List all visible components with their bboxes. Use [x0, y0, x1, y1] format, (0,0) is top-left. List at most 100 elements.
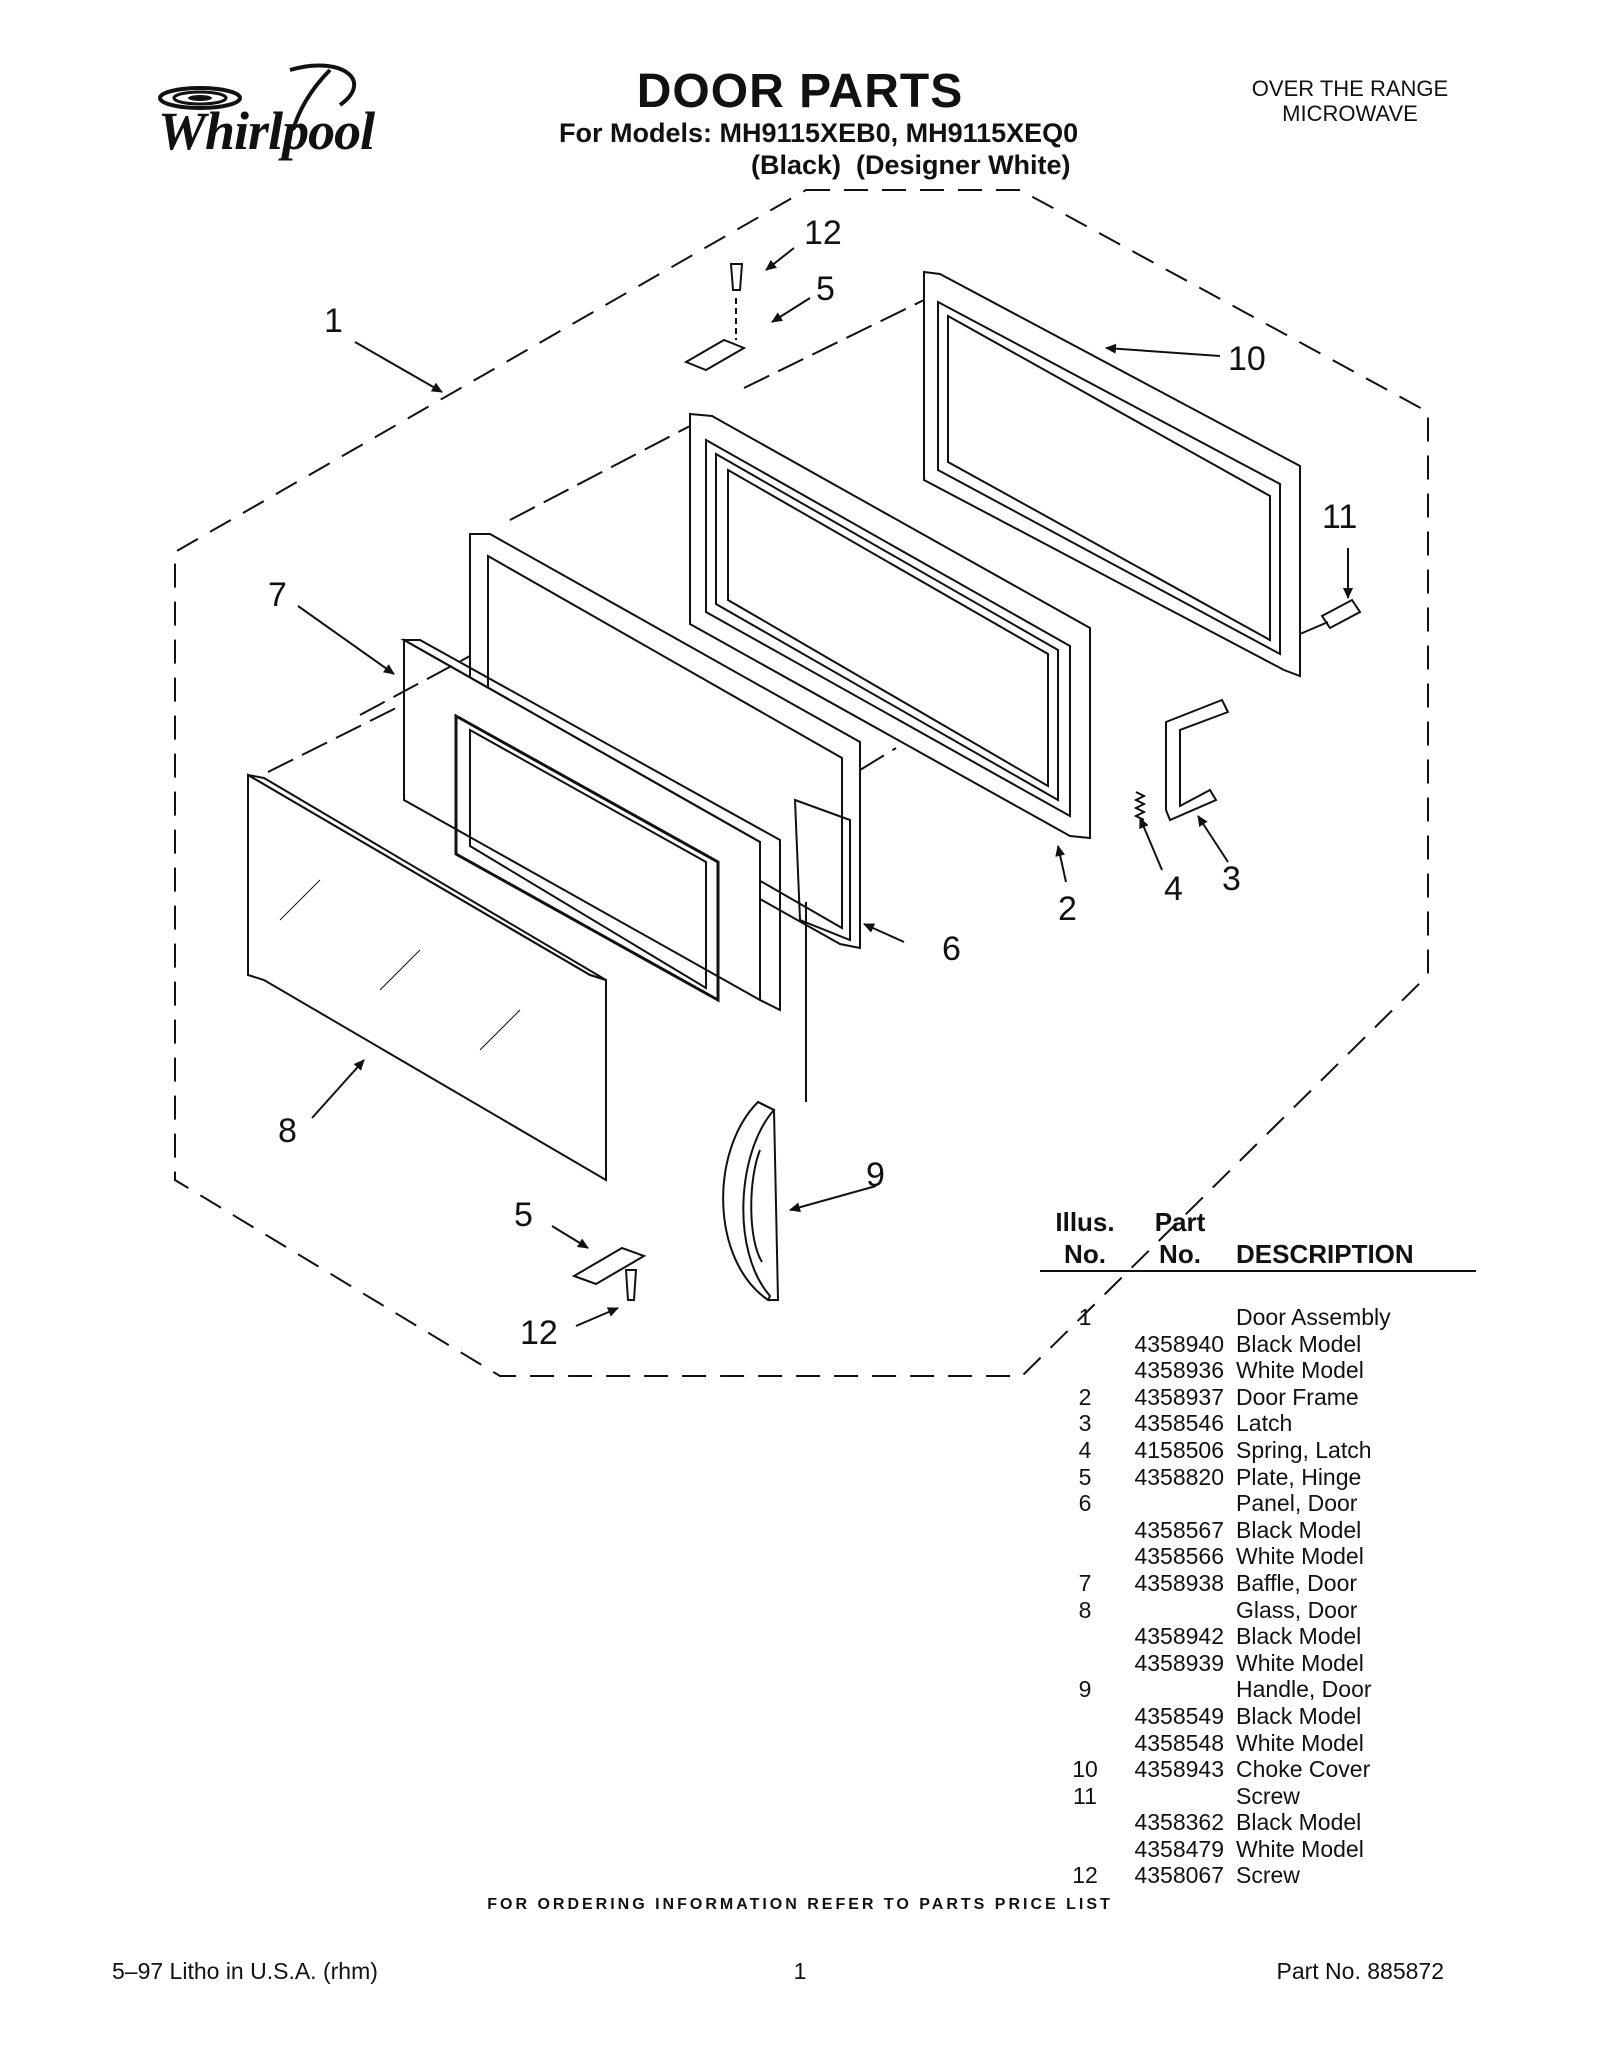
row-description: Baffle, Door [1236, 1569, 1358, 1596]
litho-text: 5–97 Litho in U.S.A. (rhm) [112, 1958, 378, 1984]
row-illus-no: 10 [1072, 1756, 1098, 1783]
leader-6 [863, 923, 905, 943]
row-part-no: 4358549 [1134, 1702, 1224, 1729]
row-description: Spring, Latch [1236, 1436, 1372, 1463]
callout-12-bottom: 12 [520, 1314, 558, 1352]
row-part-no: 4358938 [1134, 1569, 1224, 1596]
page-number: 1 [793, 1958, 807, 1984]
row-illus-no [1040, 1357, 1130, 1384]
row-illus-no: 11 [1073, 1782, 1097, 1809]
row-illus-no [1040, 1836, 1130, 1863]
row-illus-no: 6 [1078, 1490, 1092, 1517]
callout-6: 6 [942, 930, 961, 968]
row-description: Black Model [1236, 1702, 1362, 1729]
product-type-line2: MICROWAVE [1282, 101, 1418, 126]
part-number: Part No. 885872 [1276, 1958, 1444, 1984]
leader-5-top [771, 297, 811, 323]
row-part-no: 4358942 [1134, 1623, 1224, 1650]
table-row: 6 Panel, Door [1040, 1490, 1391, 1517]
row-part-no: 4358820 [1134, 1463, 1224, 1490]
row-description: Choke Cover [1236, 1756, 1371, 1783]
row-part-no: 4358479 [1134, 1835, 1224, 1862]
door-glass-part [247, 773, 607, 1182]
col-illus-header: Illus. No. [1040, 1206, 1130, 1270]
leader-3 [1197, 815, 1229, 863]
exploded-diagram: 1 12 5 10 11 7 2 4 3 6 8 9 5 12 [174, 189, 1429, 1377]
leader-5-bottom [551, 1225, 589, 1249]
row-part-no: 4358548 [1134, 1729, 1224, 1756]
row-illus-no [1040, 1809, 1130, 1836]
leader-4 [1139, 817, 1163, 871]
leader-10 [1105, 343, 1221, 357]
row-description: Plate, Hinge [1236, 1463, 1362, 1490]
row-illus-no [1040, 1650, 1130, 1677]
row-part-no: 4358940 [1134, 1330, 1224, 1357]
choke-cover-part [923, 270, 1301, 678]
row-illus-no [1040, 1517, 1130, 1544]
col-part-line2: No. [1159, 1239, 1201, 1269]
table-row: 12 4358067 Screw [1040, 1862, 1391, 1889]
table-row: 4358940 Black Model [1040, 1331, 1391, 1358]
row-part-no [1130, 1490, 1236, 1517]
leader-12-bottom [575, 1307, 619, 1327]
col-part-header: Part No. [1132, 1206, 1228, 1270]
row-illus-no [1040, 1703, 1130, 1730]
row-description: Latch [1236, 1410, 1293, 1437]
callout-10: 10 [1228, 340, 1266, 378]
row-description: White Model [1236, 1649, 1364, 1676]
leader-9 [789, 1185, 877, 1213]
row-illus-no [1040, 1623, 1130, 1650]
row-description: Black Model [1236, 1330, 1362, 1357]
row-description: Door Frame [1236, 1383, 1359, 1410]
door-panel-part [400, 638, 781, 1012]
ordering-note: FOR ORDERING INFORMATION REFER TO PARTS … [487, 1896, 1113, 1913]
row-description: White Model [1236, 1835, 1364, 1862]
whirlpool-logo-swirl [158, 63, 356, 130]
row-illus-no: 12 [1072, 1862, 1098, 1889]
col-illus-line1: Illus. [1055, 1207, 1115, 1237]
row-description: White Model [1236, 1357, 1364, 1384]
row-description: Glass, Door [1236, 1596, 1358, 1623]
side-screw-part [1320, 598, 1362, 630]
brand-logo: Whirlpool [158, 101, 375, 161]
row-description: Black Model [1236, 1516, 1362, 1543]
row-description: Panel, Door [1236, 1490, 1358, 1517]
callout-9: 9 [866, 1156, 885, 1194]
row-part-no: 4358566 [1134, 1543, 1224, 1570]
row-part-no: 4358937 [1134, 1383, 1224, 1410]
callout-3: 3 [1222, 860, 1241, 898]
row-illus-no: 5 [1078, 1463, 1092, 1490]
row-part-no [1130, 1597, 1236, 1624]
row-part-no: 4358546 [1134, 1410, 1224, 1437]
row-part-no [1130, 1783, 1236, 1810]
callout-12-top: 12 [804, 214, 842, 252]
table-row: 5 4358820 Plate, Hinge [1040, 1464, 1391, 1491]
col-illus-line2: No. [1064, 1239, 1106, 1269]
table-row: 4358549 Black Model [1040, 1703, 1391, 1730]
row-illus-no: 9 [1078, 1676, 1092, 1703]
callout-1: 1 [324, 302, 343, 340]
row-part-no [1130, 1304, 1236, 1331]
product-type-line1: OVER THE RANGE [1251, 76, 1449, 101]
row-illus-no: 4 [1078, 1436, 1092, 1463]
top-hinge-part [683, 263, 747, 372]
table-row: 11 Screw [1040, 1783, 1391, 1810]
row-description: Black Model [1236, 1809, 1362, 1836]
row-description: Screw [1236, 1782, 1300, 1809]
row-description: Screw [1236, 1862, 1300, 1889]
table-row: 7 4358938 Baffle, Door [1040, 1570, 1391, 1597]
row-part-no: 4358067 [1134, 1862, 1224, 1889]
row-illus-no: 7 [1078, 1569, 1092, 1596]
row-illus-no [1040, 1730, 1130, 1757]
table-header-rule [1040, 1270, 1476, 1272]
